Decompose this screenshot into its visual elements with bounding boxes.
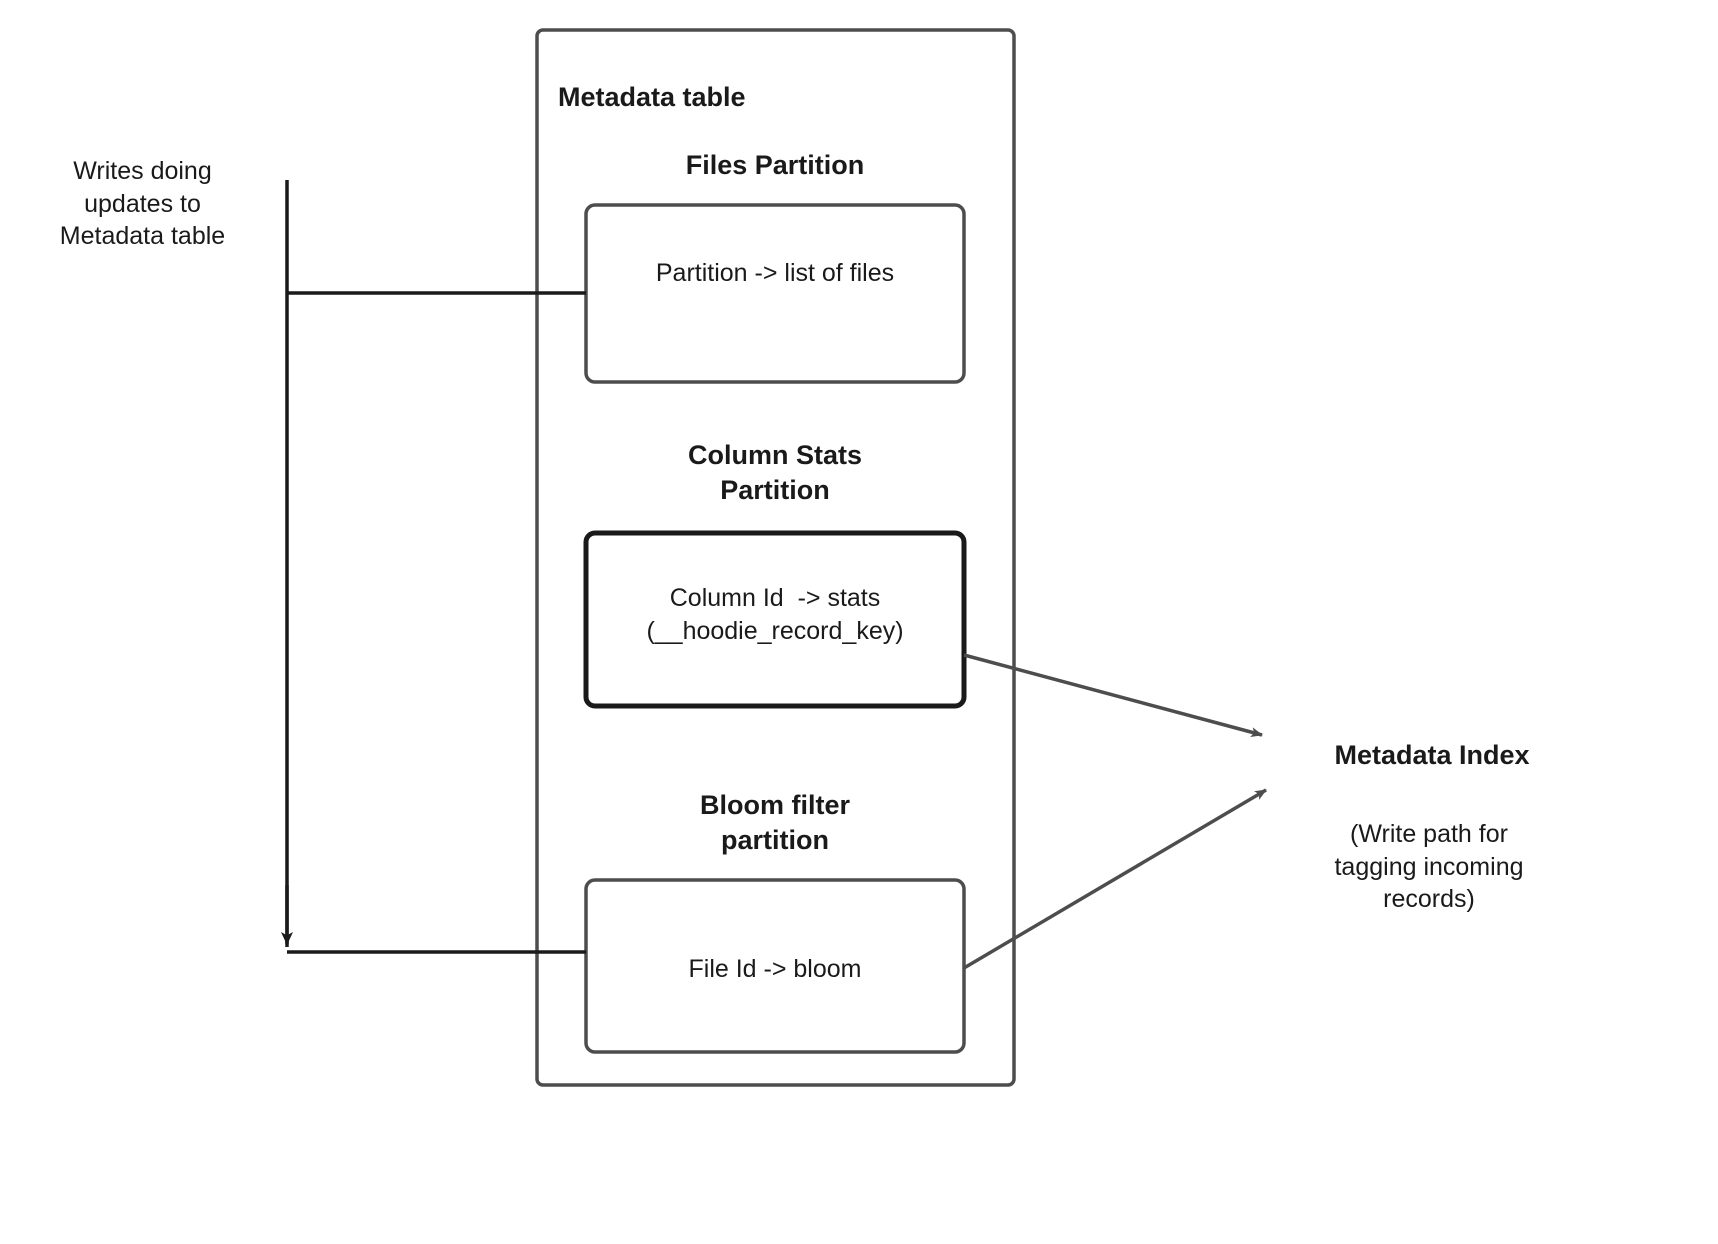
column-stats-partition-box-text: Column Id -> stats (__hoodie_record_key): [646, 584, 904, 645]
column-stats-partition-box: [583, 530, 967, 709]
metadata-table-title: Metadata table: [558, 82, 746, 112]
column-stats-partition-heading: Column Stats Partition: [687, 440, 862, 506]
files-partition-heading: Files Partition: [685, 150, 865, 180]
bloom-filter-partition-box-text: File Id -> bloom: [688, 955, 862, 983]
writes-source-label: Writes doing updates to Metadata table: [59, 157, 226, 250]
arrow-bloom-filter-to-metadata-index: [963, 788, 1267, 970]
arrow-column-stats-to-metadata-index: [963, 653, 1263, 737]
files-partition-box: [584, 203, 966, 384]
metadata-table-container: [535, 28, 1016, 1087]
metadata-index-title: Metadata Index: [1334, 740, 1530, 770]
files-partition-box-text: Partition -> list of files: [655, 259, 895, 287]
bloom-filter-partition-heading: Bloom filter partition: [699, 790, 850, 856]
metadata-index-caption: (Write path for tagging incoming records…: [1334, 820, 1524, 913]
